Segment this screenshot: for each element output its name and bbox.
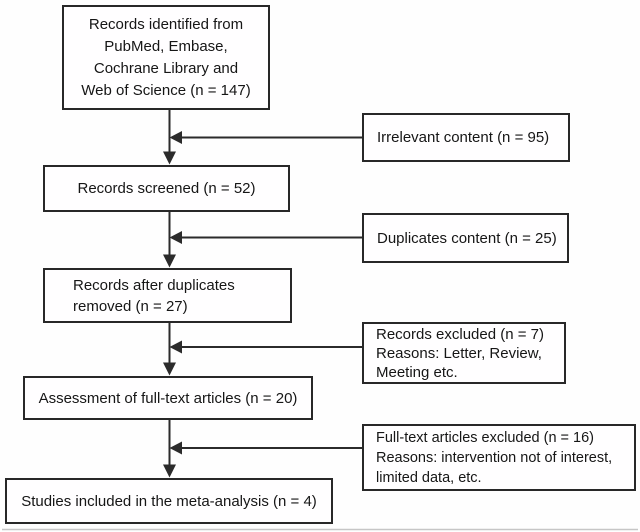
arrow-identified-to-screened	[163, 110, 176, 165]
arrow-fulltext-to-included	[163, 420, 176, 478]
arrow-screened-to-after-duplicates	[163, 212, 176, 268]
arrow-fulltext-excluded-join	[169, 441, 362, 455]
arrow-records-excluded-join	[169, 340, 362, 354]
flow-box-studies-included: Studies included in the meta-analysis (n…	[5, 478, 333, 524]
flow-box-duplicates-content: Duplicates content (n = 25)	[362, 213, 569, 263]
arrow-duplicates-join	[169, 231, 362, 244]
flow-box-records-screened: Records screened (n = 52)	[43, 165, 290, 212]
flow-box-irrelevant-content: Irrelevant content (n = 95)	[362, 113, 570, 162]
flow-box-records-excluded: Records excluded (n = 7) Reasons: Letter…	[362, 322, 566, 384]
flow-box-fulltext-assessment: Assessment of full-text articles (n = 20…	[23, 376, 313, 420]
flow-box-after-duplicates-removed: Records after duplicates removed (n = 27…	[43, 268, 292, 323]
arrow-after-duplicates-to-fulltext	[163, 323, 176, 376]
flow-box-fulltext-excluded: Full-text articles excluded (n = 16) Rea…	[362, 424, 636, 491]
arrow-irrelevant-join	[169, 131, 362, 144]
flow-box-records-identified: Records identified from PubMed, Embase, …	[62, 5, 270, 110]
